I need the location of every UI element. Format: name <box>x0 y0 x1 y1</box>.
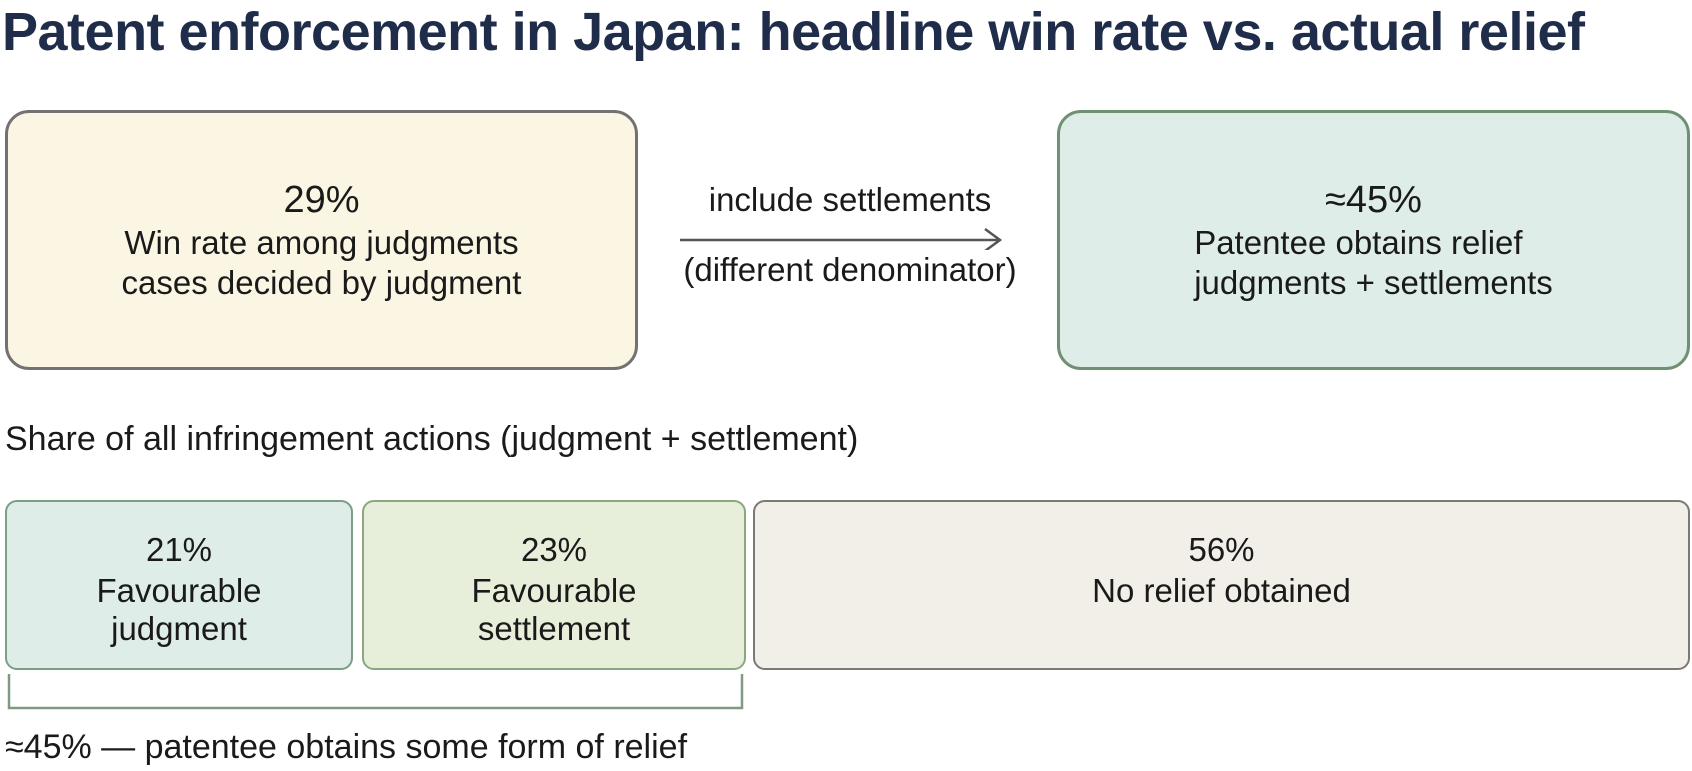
relief-label: Patentee obtains relief <box>1194 224 1523 261</box>
segment-sublabel: settlement <box>477 610 631 647</box>
share-label: Share of all infringement actions (judgm… <box>5 420 859 458</box>
relief-value: ≈45% <box>1325 179 1422 221</box>
segment-label: No relief obtained <box>1092 572 1351 609</box>
segment-no-relief: 56% No relief obtained <box>753 500 1690 670</box>
segment-label: Favourable <box>471 572 637 609</box>
segment-label: Favourable <box>96 572 262 609</box>
segment-favourable-settlement: 23% Favourable settlement <box>362 500 746 670</box>
segment-value: 23% <box>520 531 588 568</box>
segment-favourable-judgment: 21% Favourable judgment <box>5 500 353 670</box>
relief-text-block: Patentee obtains relief judgments + sett… <box>1194 223 1553 303</box>
connector-label-top: include settlements <box>708 181 992 218</box>
win-rate-value: 29% <box>283 179 360 221</box>
connector-label-bottom: (different denominator) <box>683 251 1017 288</box>
win-rate-label: Win rate among judgments <box>124 224 519 261</box>
arrow-right-icon <box>680 227 1003 250</box>
page-title: Patent enforcement in Japan: headline wi… <box>2 2 1585 62</box>
win-rate-box: 29% Win rate among judgments cases decid… <box>5 110 638 370</box>
segment-value: 21% <box>145 531 213 568</box>
connector: include settlements (different denominat… <box>660 180 1040 300</box>
win-rate-sublabel: cases decided by judgment <box>121 264 522 301</box>
segment-sublabel: judgment <box>111 610 247 647</box>
bracket-label: ≈45% — patentee obtains some form of rel… <box>5 728 688 766</box>
relief-bracket <box>7 674 744 710</box>
relief-box: ≈45% Patentee obtains relief judgments +… <box>1057 110 1690 370</box>
segment-value: 56% <box>1188 531 1255 568</box>
relief-sublabel: judgments + settlements <box>1194 264 1553 301</box>
